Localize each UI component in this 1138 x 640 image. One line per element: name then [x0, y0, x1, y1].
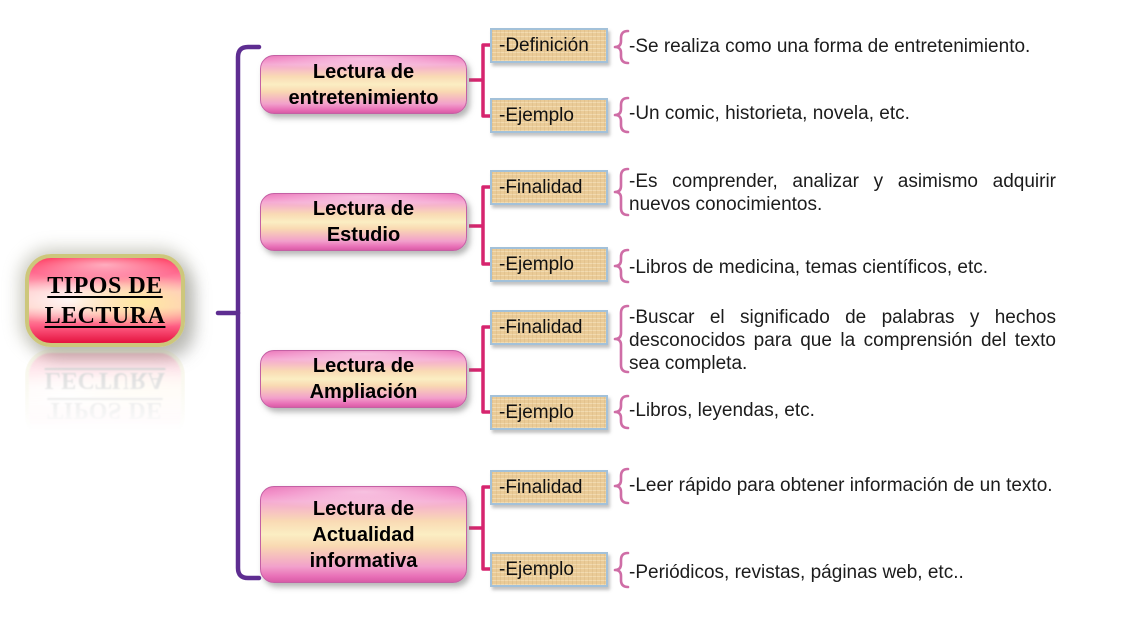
category-label-line: Lectura de — [312, 60, 415, 83]
text-brace-4b — [613, 551, 630, 589]
main-node-reflection: TIPOS DE LECTURA — [25, 349, 185, 442]
section-bracket-3 — [469, 325, 490, 414]
desc-finalidad-actualidad: -Leer rápido para obtener información de… — [629, 475, 1053, 496]
category-label-line: Actualidad — [312, 523, 415, 546]
sublabel-ejemplo-entretenimiento: -Ejemplo — [490, 98, 608, 133]
sublabel-finalidad-actualidad: -Finalidad — [490, 470, 608, 505]
category-box-entretenimiento: Lectura de entretenimiento — [260, 55, 467, 114]
desc-finalidad-ampliacion: -Buscar el significado de palabras y hec… — [629, 307, 1056, 374]
category-box-estudio: Lectura de Estudio — [260, 193, 467, 251]
desc-ejemplo-estudio: -Libros de medicina, temas científicos, … — [629, 257, 989, 278]
category-label-line: Lectura de — [312, 198, 415, 220]
main-brace — [235, 44, 262, 581]
category-label-line: Lectura de — [312, 355, 415, 377]
text-brace-2b — [613, 248, 630, 284]
category-box-ampliacion: Lectura de Ampliación — [260, 350, 467, 408]
sublabel-finalidad-estudio: -Finalidad — [490, 170, 608, 205]
category-label-line: entretenimiento — [288, 86, 439, 109]
category-label-line: Estudio — [326, 224, 401, 246]
category-label-line: informativa — [309, 549, 418, 572]
desc-definicion-entretenimiento: -Se realiza como una forma de entretenim… — [629, 36, 1031, 57]
text-brace-2a — [613, 167, 630, 217]
desc-ejemplo-entretenimiento: -Un comic, historieta, novela, etc. — [629, 103, 910, 124]
desc-finalidad-estudio: -Es comprender, analizar y asimismo adqu… — [629, 171, 1056, 215]
text-brace-3b — [613, 394, 630, 430]
section-bracket-4 — [469, 485, 490, 571]
category-box-actualidad: Lectura de Actualidad informativa — [260, 486, 467, 583]
sublabel-ejemplo-ampliacion: -Ejemplo — [490, 395, 608, 430]
section-bracket-1 — [469, 43, 490, 118]
desc-ejemplo-actualidad: -Periódicos, revistas, páginas web, etc.… — [629, 562, 964, 583]
category-label-line: Lectura de — [312, 497, 415, 520]
main-title-reflection: TIPOS DE LECTURA — [44, 367, 166, 424]
sublabel-ejemplo-estudio: -Ejemplo — [490, 247, 608, 282]
sublabel-finalidad-ampliacion: -Finalidad — [490, 310, 608, 345]
text-brace-1b — [613, 96, 630, 134]
sublabel-definicion-entretenimiento: -Definición — [490, 28, 608, 63]
desc-ejemplo-ampliacion: -Libros, leyendas, etc. — [629, 400, 815, 421]
tipos-de-lectura-node: TIPOS DE LECTURA — [25, 254, 185, 347]
section-bracket-2 — [469, 185, 490, 266]
main-title-line-1: TIPOS DE — [47, 272, 163, 299]
main-title-line-2: LECTURA — [44, 302, 166, 329]
sublabel-ejemplo-actualidad: -Ejemplo — [490, 552, 608, 587]
text-brace-1a — [613, 29, 630, 65]
category-label-line: Ampliación — [309, 381, 418, 403]
main-title: TIPOS DE LECTURA — [45, 271, 166, 331]
text-brace-4a — [613, 467, 630, 505]
text-brace-3a — [613, 304, 630, 374]
